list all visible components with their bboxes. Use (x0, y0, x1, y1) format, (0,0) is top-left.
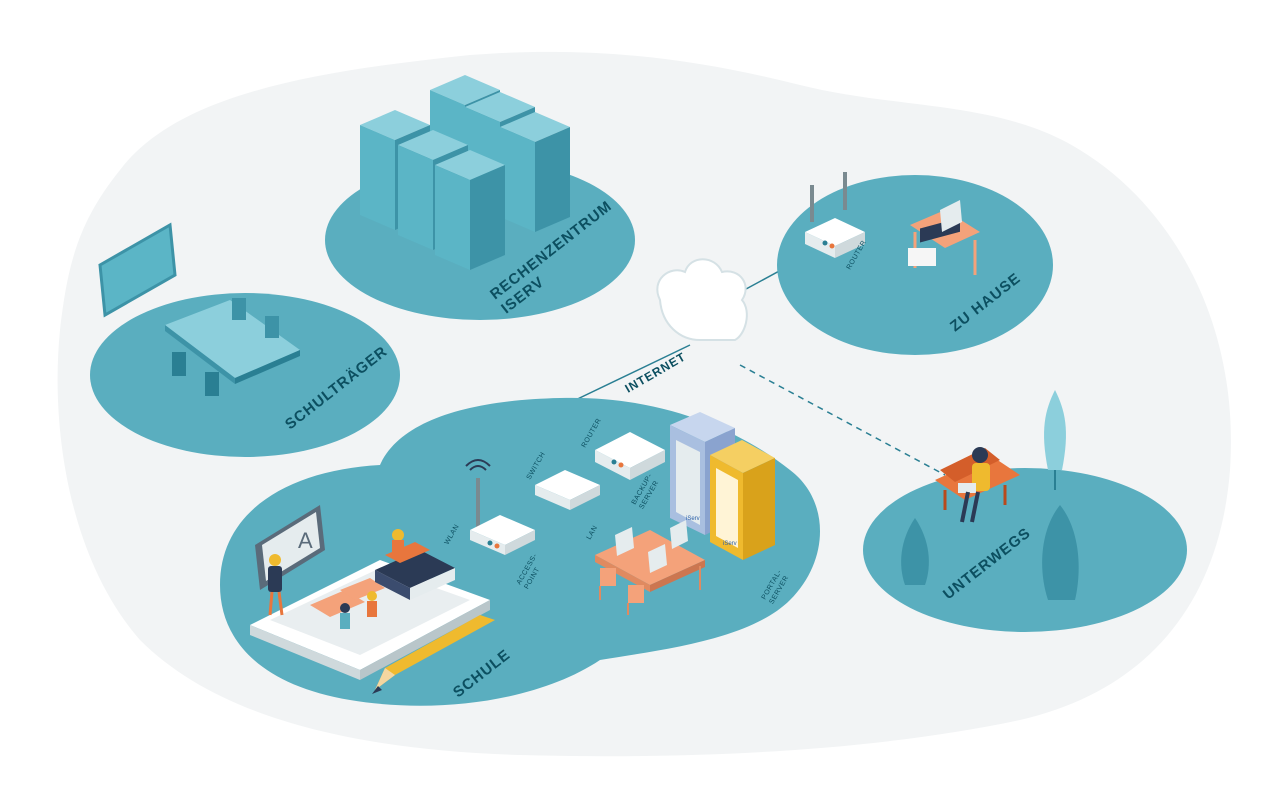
conference-table (165, 300, 300, 378)
chair (600, 568, 616, 586)
svg-text:iServ: iServ (686, 516, 700, 522)
chair (265, 316, 279, 338)
server-rack (500, 112, 570, 232)
zone-rechenzentrum: RECHENZENTRUM ISERV (325, 75, 635, 320)
chair (232, 298, 246, 320)
books-stack (375, 529, 455, 600)
tree (901, 518, 929, 585)
network-switch (535, 470, 600, 510)
server-rack-group (360, 75, 570, 270)
zone-schultraeger: SCHULTRÄGER (90, 222, 400, 457)
portal-server: iServ (710, 440, 775, 560)
tree (1044, 390, 1066, 490)
zone-schule: A (220, 397, 820, 706)
home-router (805, 172, 865, 258)
server-rack (435, 150, 505, 270)
zone-zuhause: ROUTER ZU HAUSE (777, 172, 1053, 355)
pencil (372, 615, 495, 694)
lan-computer-desks (595, 520, 705, 615)
person-with-laptop (958, 447, 990, 523)
zone-unterwegs: UNTERWEGS (863, 390, 1187, 632)
line-cloud-schule (564, 344, 691, 406)
chair (172, 352, 186, 376)
wall-screen (98, 222, 177, 318)
svg-text:iServ: iServ (723, 541, 737, 547)
tablet-classroom: A (250, 505, 490, 680)
tree (1042, 505, 1079, 600)
chair (205, 372, 219, 396)
internet-cloud (656, 258, 748, 341)
student-desks (310, 578, 385, 629)
line-unterwegs-dashed (739, 364, 946, 476)
home-desk (908, 200, 980, 275)
svg-text:A: A (298, 528, 313, 553)
teacher (268, 554, 284, 616)
chair (628, 585, 644, 603)
school-router (595, 432, 665, 480)
access-point (465, 459, 535, 555)
